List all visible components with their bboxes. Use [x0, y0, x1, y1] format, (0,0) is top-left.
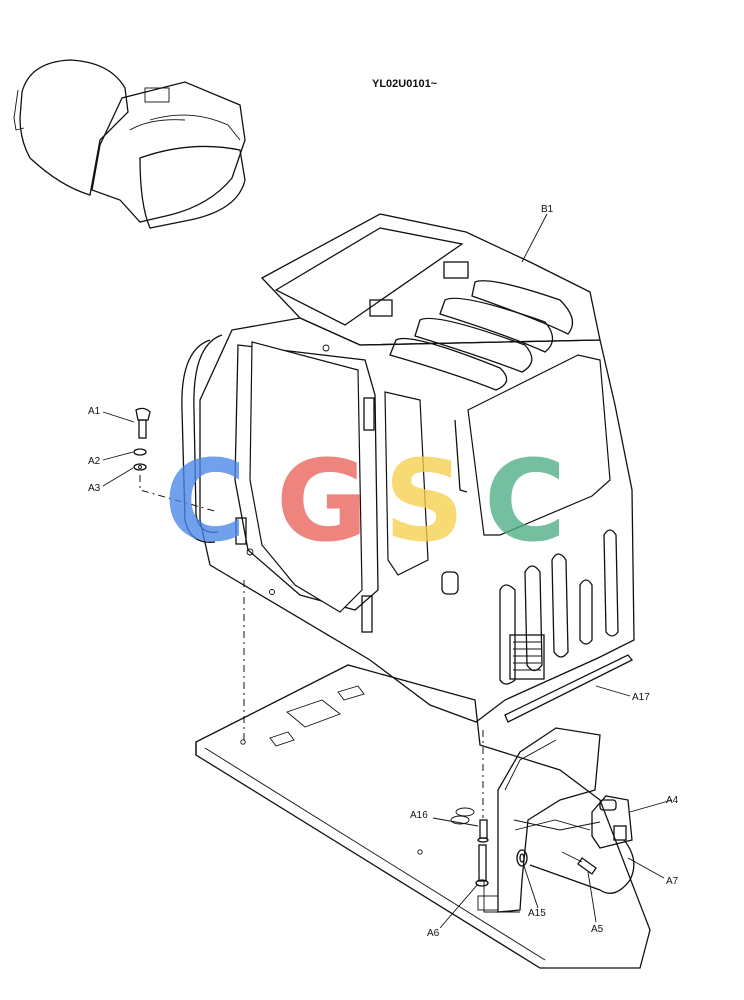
callout-b1: B1 [541, 204, 554, 215]
callout-a17: A17 [632, 692, 650, 703]
watermark-letter-4: C [484, 437, 566, 567]
cab-body [181, 213, 635, 723]
callout-a15: A15 [528, 908, 546, 919]
watermark-letter-1: C [164, 437, 246, 567]
callout-a7: A7 [666, 876, 679, 887]
assembly-centerlines [139, 475, 484, 818]
callout-a16: A16 [410, 810, 428, 821]
watermark: C G S C [164, 437, 566, 567]
model-code: YL02U0101~ [372, 78, 438, 90]
floor-plate [195, 664, 651, 969]
watermark-letter-2: G [276, 437, 368, 567]
seat-illustration [13, 59, 246, 229]
watermark-letter-3: S [384, 437, 465, 567]
callout-a3: A3 [88, 483, 101, 494]
rear-guard [477, 727, 601, 913]
callout-a2: A2 [88, 456, 101, 467]
leader-lines [102, 213, 673, 929]
callout-a6: A6 [427, 928, 440, 939]
callout-a5: A5 [591, 924, 604, 935]
callout-a4: A4 [666, 795, 679, 806]
callout-a1: A1 [88, 406, 101, 417]
ground-parts [475, 795, 635, 894]
mount-bolt-set [133, 407, 151, 471]
